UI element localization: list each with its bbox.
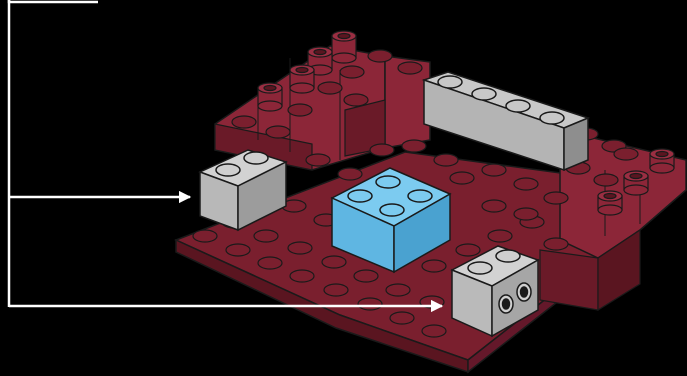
red-post-6	[649, 148, 675, 174]
red-stud-row-1	[192, 229, 447, 338]
callout-top-line	[7, 0, 98, 4]
blue-brick-2x2-center	[330, 167, 452, 274]
red-post-5	[623, 170, 649, 196]
gray-brick-1x2-side-studs-right	[450, 245, 540, 338]
callout-arrows	[9, 190, 444, 313]
blue-brick-studs	[347, 175, 433, 217]
red-post-7	[597, 190, 623, 216]
gray-brick-1x4-back	[421, 71, 591, 172]
gray-brick-1x2-left-studs	[215, 151, 269, 177]
red-round-posts	[257, 30, 675, 216]
red-stud-row-4	[305, 139, 569, 251]
red-post-1	[331, 30, 357, 64]
red-studs	[192, 49, 675, 338]
gray-brick-1x2-left	[198, 149, 288, 232]
red-post-4	[289, 64, 315, 94]
gray-brick-right-side-studs	[498, 282, 532, 314]
gray-brick-1x4-studs	[437, 75, 565, 125]
callout-bracket	[7, 0, 98, 307]
gray-brick-right-top-studs	[467, 249, 521, 275]
red-post-3	[257, 82, 283, 112]
